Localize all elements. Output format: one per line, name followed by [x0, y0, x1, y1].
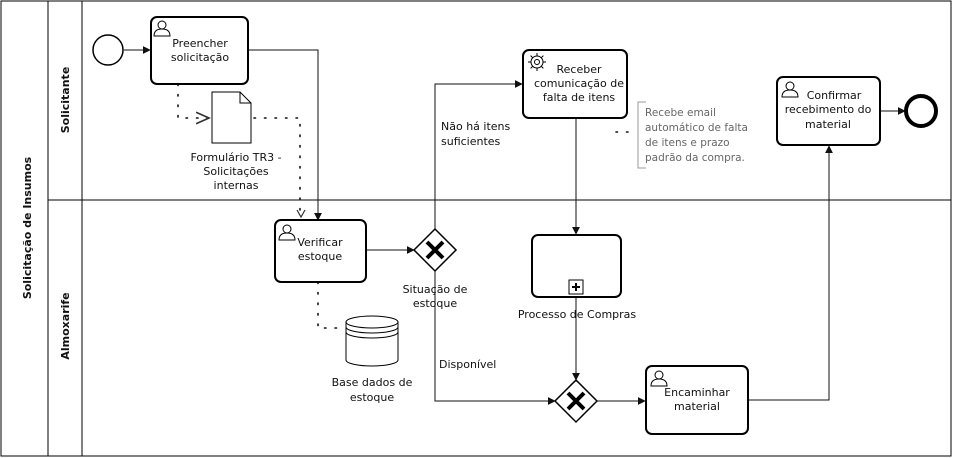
annotation-line: automático de falta [645, 122, 748, 134]
annotation-line: Recebe email [645, 107, 716, 119]
data-object-label: Solicitações [203, 165, 269, 178]
pool-title: Solicitação de Insumos [21, 156, 34, 299]
data-store-label: Base dados de [332, 376, 413, 389]
user-task-icon [153, 20, 171, 37]
subprocess-processo-compras[interactable]: Processo de Compras [518, 234, 637, 321]
task-label: Confirmar [807, 89, 862, 102]
user-task-icon [278, 224, 296, 241]
user-task-icon [650, 370, 668, 387]
assoc-preencher-form [177, 83, 209, 118]
data-store-label: estoque [350, 391, 394, 404]
task-label: Receber [556, 63, 601, 76]
task-label: Encaminhar [664, 386, 730, 399]
task-label: material [805, 118, 851, 131]
task-label: Verificar [297, 236, 343, 249]
task-label: Preencher [172, 37, 228, 50]
flow-label-disponivel: Disponível [439, 358, 496, 371]
task-label: material [674, 400, 720, 413]
data-associations [177, 83, 629, 329]
flow-gateway-merge [434, 271, 556, 405]
user-task-icon [781, 81, 799, 98]
annotation-line: de itens e prazo [645, 137, 730, 149]
flow-gateway-receber [434, 80, 523, 229]
task-label: recebimento do [785, 103, 872, 116]
start-event[interactable] [92, 34, 124, 66]
x-icon [425, 240, 445, 260]
sequence-flows [124, 46, 906, 405]
assoc-verificar-store [317, 281, 346, 329]
flow-preencher-verificar [248, 49, 322, 221]
task-label: estoque [298, 250, 342, 263]
flow-encaminhar-confirmar [748, 145, 833, 401]
lane-title-solicitante: Solicitante [59, 67, 72, 134]
end-event[interactable] [904, 94, 938, 128]
data-object-label: internas [214, 179, 259, 192]
annotation-line: padrão da compra. [645, 152, 745, 164]
gateway-label: estoque [413, 297, 457, 310]
task-label: falta de itens [543, 91, 616, 104]
x-icon [566, 391, 586, 411]
data-store-base-dados[interactable]: Base dados de estoque [332, 315, 413, 404]
lane-title-almoxarife: Almoxarife [59, 292, 72, 359]
task-label: solicitação [171, 51, 230, 64]
gateway-label: Situação de [403, 283, 468, 296]
gateway-merge[interactable] [553, 378, 599, 424]
gear-icon [528, 53, 546, 71]
data-object-label: Formulário TR3 - [190, 151, 281, 164]
text-annotation[interactable]: Recebe email automático de falta de itens … [637, 101, 748, 169]
expand-plus-icon [568, 279, 584, 295]
subprocess-label: Processo de Compras [518, 308, 637, 321]
task-label: comunicação de [534, 77, 624, 90]
